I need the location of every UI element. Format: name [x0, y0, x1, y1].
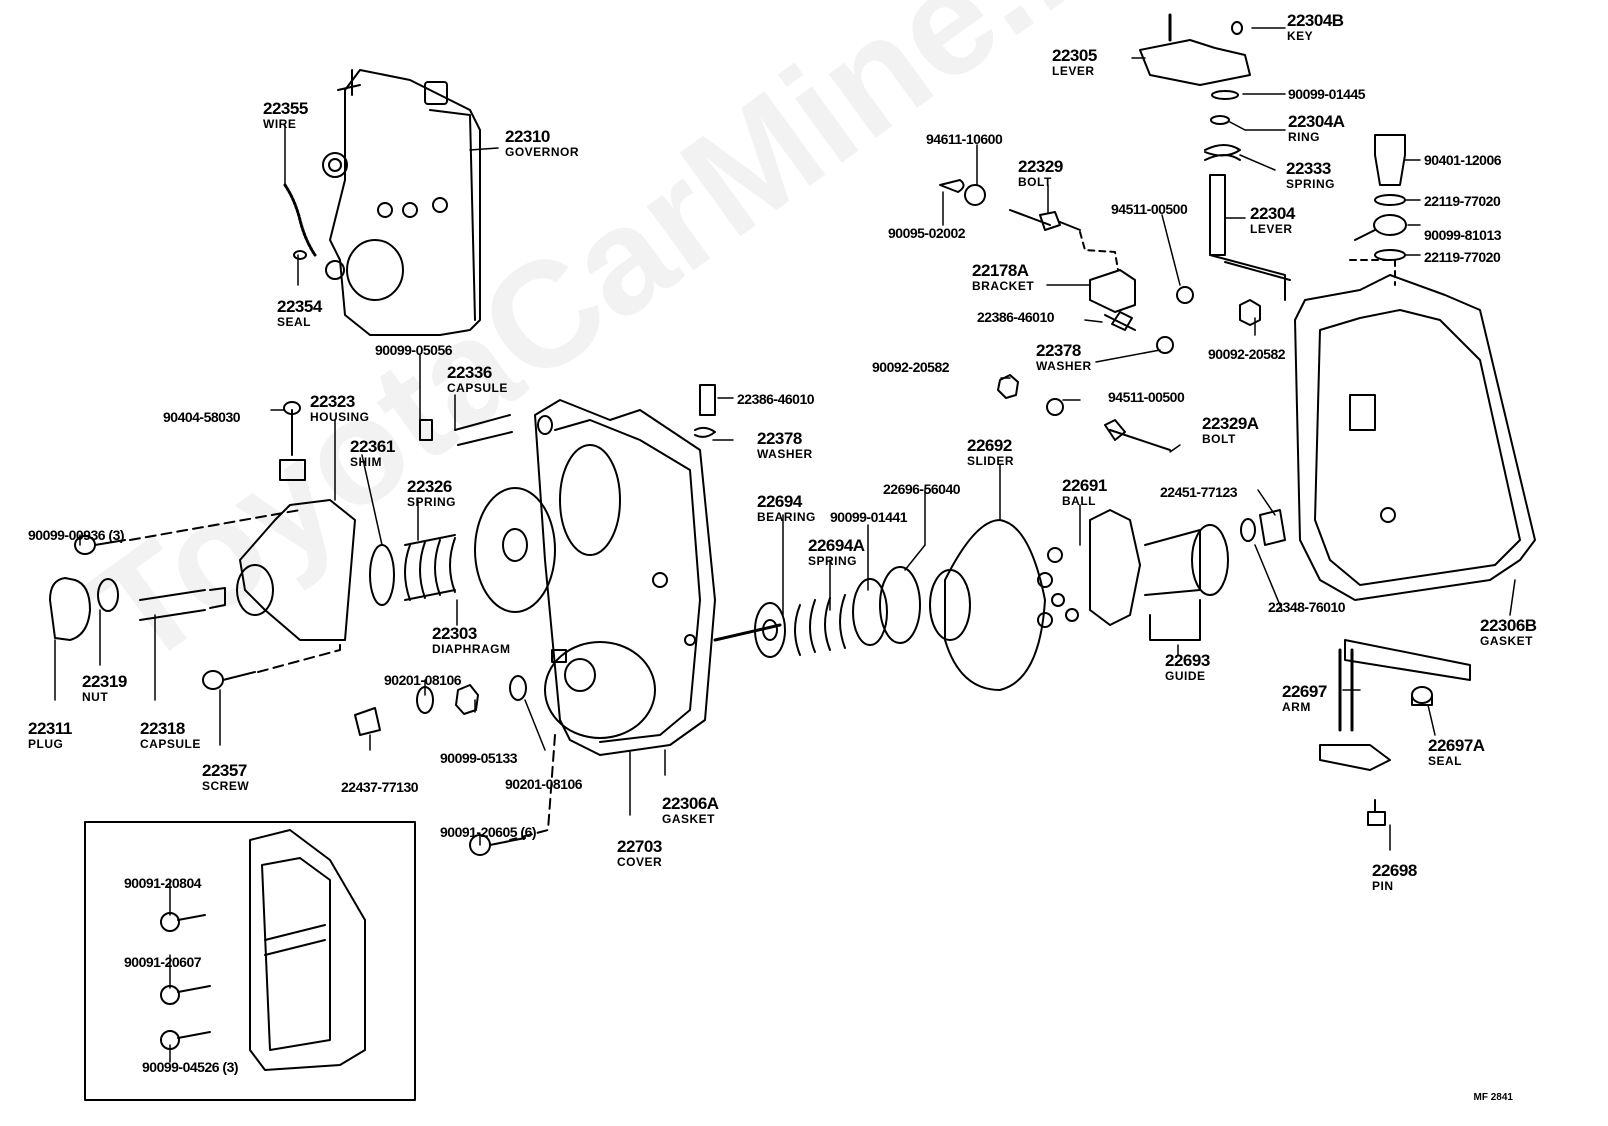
part-label-22386-46010-b: 22386-46010 [977, 309, 1055, 325]
part-label-90099-01441: 90099-01441 [830, 509, 908, 525]
part-label-90095-02002: 90095-02002 [888, 225, 966, 241]
part-label-90099-81013: 90099-81013 [1424, 227, 1502, 243]
lever-linkage-drawing [939, 13, 1407, 451]
part-label-94511-00500-a: 94511-00500 [1108, 389, 1185, 405]
part-label-94511-00500-b: 94511-00500 [1111, 201, 1188, 217]
part-label-90099-05133: 90099-05133 [440, 750, 518, 766]
part-label-90091-20605: 90091-20605 (6) [440, 824, 537, 840]
part-label-22696-56040: 22696-56040 [883, 481, 961, 497]
part-label-94611-10600: 94611-10600 [926, 131, 1003, 147]
arm-seal-pin-drawing [1319, 639, 1471, 826]
part-label-90201-08106-a: 90201-08106 [384, 672, 462, 688]
part-label-90099-05056: 90099-05056 [375, 342, 453, 358]
part-label-90201-08106-b: 90201-08106 [505, 776, 583, 792]
part-label-22386-46010-a: 22386-46010 [737, 391, 815, 407]
drawing-code: MF 2841 [1473, 1092, 1513, 1103]
part-label-90099-00936: 90099-00936 (3) [28, 527, 125, 543]
part-label-22437-77130: 22437-77130 [341, 779, 419, 795]
part-label-90092-20582-b: 90092-20582 [1208, 346, 1286, 362]
part-label-22119-77020-a: 22119-77020 [1424, 193, 1501, 209]
part-label-90092-20582-a: 90092-20582 [872, 359, 950, 375]
part-label-90099-04526: 90099-04526 (3) [142, 1059, 239, 1075]
part-label-90091-20607: 90091-20607 [124, 954, 202, 970]
part-label-22119-77020-b: 22119-77020 [1424, 249, 1501, 265]
part-label-22451-77123: 22451-77123 [1160, 484, 1238, 500]
housing-drawing [49, 401, 556, 690]
part-label-90099-01445: 90099-01445 [1288, 86, 1366, 102]
part-label-90404-58030: 90404-58030 [163, 409, 241, 425]
part-label-90401-12006: 90401-12006 [1424, 152, 1502, 168]
governor-assembly-drawing [283, 69, 481, 336]
part-label-22348-76010: 22348-76010 [1268, 599, 1346, 615]
cover-and-gasket-drawing [354, 384, 716, 856]
rear-housing-drawing [1294, 259, 1536, 601]
leader-lines [54, 27, 1516, 1063]
part-label-90091-20804: 90091-20804 [124, 875, 202, 891]
